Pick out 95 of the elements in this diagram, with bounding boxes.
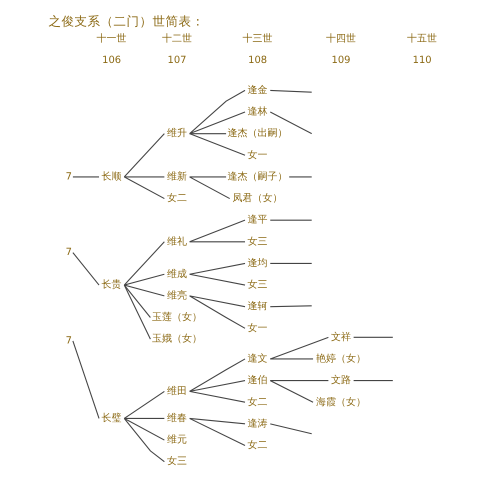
connector xyxy=(124,284,164,296)
connector xyxy=(189,112,246,134)
connector xyxy=(124,284,151,340)
label: 十五世 xyxy=(407,34,438,45)
node-text: 女三 xyxy=(248,236,268,248)
connector xyxy=(189,418,246,446)
connector xyxy=(190,241,246,242)
node-text: 7 xyxy=(66,247,72,258)
label: 108 xyxy=(248,55,268,66)
node-text: 艳婷（女） xyxy=(316,353,366,364)
connector xyxy=(354,380,393,382)
connector xyxy=(189,220,246,242)
label: 十四世 xyxy=(326,34,356,45)
connector xyxy=(124,176,164,178)
node-text: 维田 xyxy=(166,386,187,397)
connector xyxy=(270,220,312,221)
connector xyxy=(270,112,312,134)
label: 十三世 xyxy=(242,34,273,45)
node-text: 7 xyxy=(66,335,72,346)
connector xyxy=(270,380,328,382)
connector xyxy=(72,340,100,419)
label: 110 xyxy=(412,55,432,66)
connector xyxy=(270,90,312,93)
node-text: 玉娥（女） xyxy=(152,334,202,345)
connector xyxy=(354,336,393,338)
connector xyxy=(189,295,246,329)
connector xyxy=(124,274,164,286)
connector xyxy=(124,284,151,318)
label: 十二世 xyxy=(162,34,192,45)
connector xyxy=(190,262,246,275)
node-text: 逢涛 xyxy=(248,418,268,430)
connector xyxy=(289,176,312,178)
node-text: 女三 xyxy=(166,456,187,468)
node-text: 长顺 xyxy=(102,171,122,182)
node-text: 长贵 xyxy=(102,280,122,291)
connector xyxy=(124,418,164,419)
node-text: 维亮 xyxy=(166,290,187,302)
node-text: 逢金 xyxy=(248,84,268,96)
connector xyxy=(270,358,314,360)
connector xyxy=(72,176,100,178)
node-text: 逢文 xyxy=(248,353,268,364)
node-text: 女一 xyxy=(248,150,268,161)
connector xyxy=(270,423,312,434)
node-text: 海霞（女） xyxy=(316,396,366,408)
node-text: 逢轲 xyxy=(248,301,268,312)
connector xyxy=(190,295,246,308)
node-text: 文祥 xyxy=(331,332,351,343)
node-text: 逢林 xyxy=(248,106,268,118)
node-text: 女三 xyxy=(248,280,268,291)
node-text: 玉莲（女） xyxy=(152,312,202,324)
connector xyxy=(124,418,165,462)
connector xyxy=(124,241,165,286)
connector xyxy=(190,418,246,424)
connector xyxy=(190,274,246,286)
node-text: 凤君（女） xyxy=(232,193,283,204)
node-text: 维新 xyxy=(166,171,187,182)
connector xyxy=(190,176,226,178)
label: 109 xyxy=(332,55,350,66)
label: 106 xyxy=(102,55,122,66)
label: 十一世 xyxy=(96,34,127,45)
node-text: 女二 xyxy=(166,193,187,204)
node-text: 逢均 xyxy=(248,258,268,269)
node-text: 逢杰（出嗣） xyxy=(228,128,288,140)
label: 107 xyxy=(168,55,186,66)
connector xyxy=(270,262,312,264)
connector xyxy=(190,390,246,403)
connector xyxy=(189,133,246,156)
connector xyxy=(270,380,314,403)
node-text: 维元 xyxy=(166,434,187,446)
connector xyxy=(270,305,312,308)
connector xyxy=(189,90,246,134)
node-text: 女二 xyxy=(248,396,268,408)
connector xyxy=(189,358,246,392)
diagram-title: 之俊支系（二门）世简表： xyxy=(48,14,204,29)
connector xyxy=(190,380,246,392)
node-text: 维春 xyxy=(166,412,187,424)
connector xyxy=(124,133,165,178)
connector xyxy=(124,176,165,200)
node-text: 维礼 xyxy=(166,236,187,248)
node-text: 女二 xyxy=(248,440,268,451)
node-text: 文路 xyxy=(331,375,351,386)
node-text: 长璧 xyxy=(102,412,122,424)
node-text: 维升 xyxy=(166,128,187,140)
connector xyxy=(189,176,230,200)
connector xyxy=(124,418,165,441)
node-text: 女一 xyxy=(248,322,268,334)
node-text: 7 xyxy=(66,171,72,182)
connector xyxy=(190,133,226,134)
connector xyxy=(72,252,100,286)
connector xyxy=(124,390,165,419)
node-text: 逢伯 xyxy=(248,375,268,386)
node-text: 逢杰（嗣子） xyxy=(228,171,288,182)
connector xyxy=(270,336,329,360)
node-text: 逢平 xyxy=(248,214,268,226)
node-text: 维成 xyxy=(166,268,187,280)
